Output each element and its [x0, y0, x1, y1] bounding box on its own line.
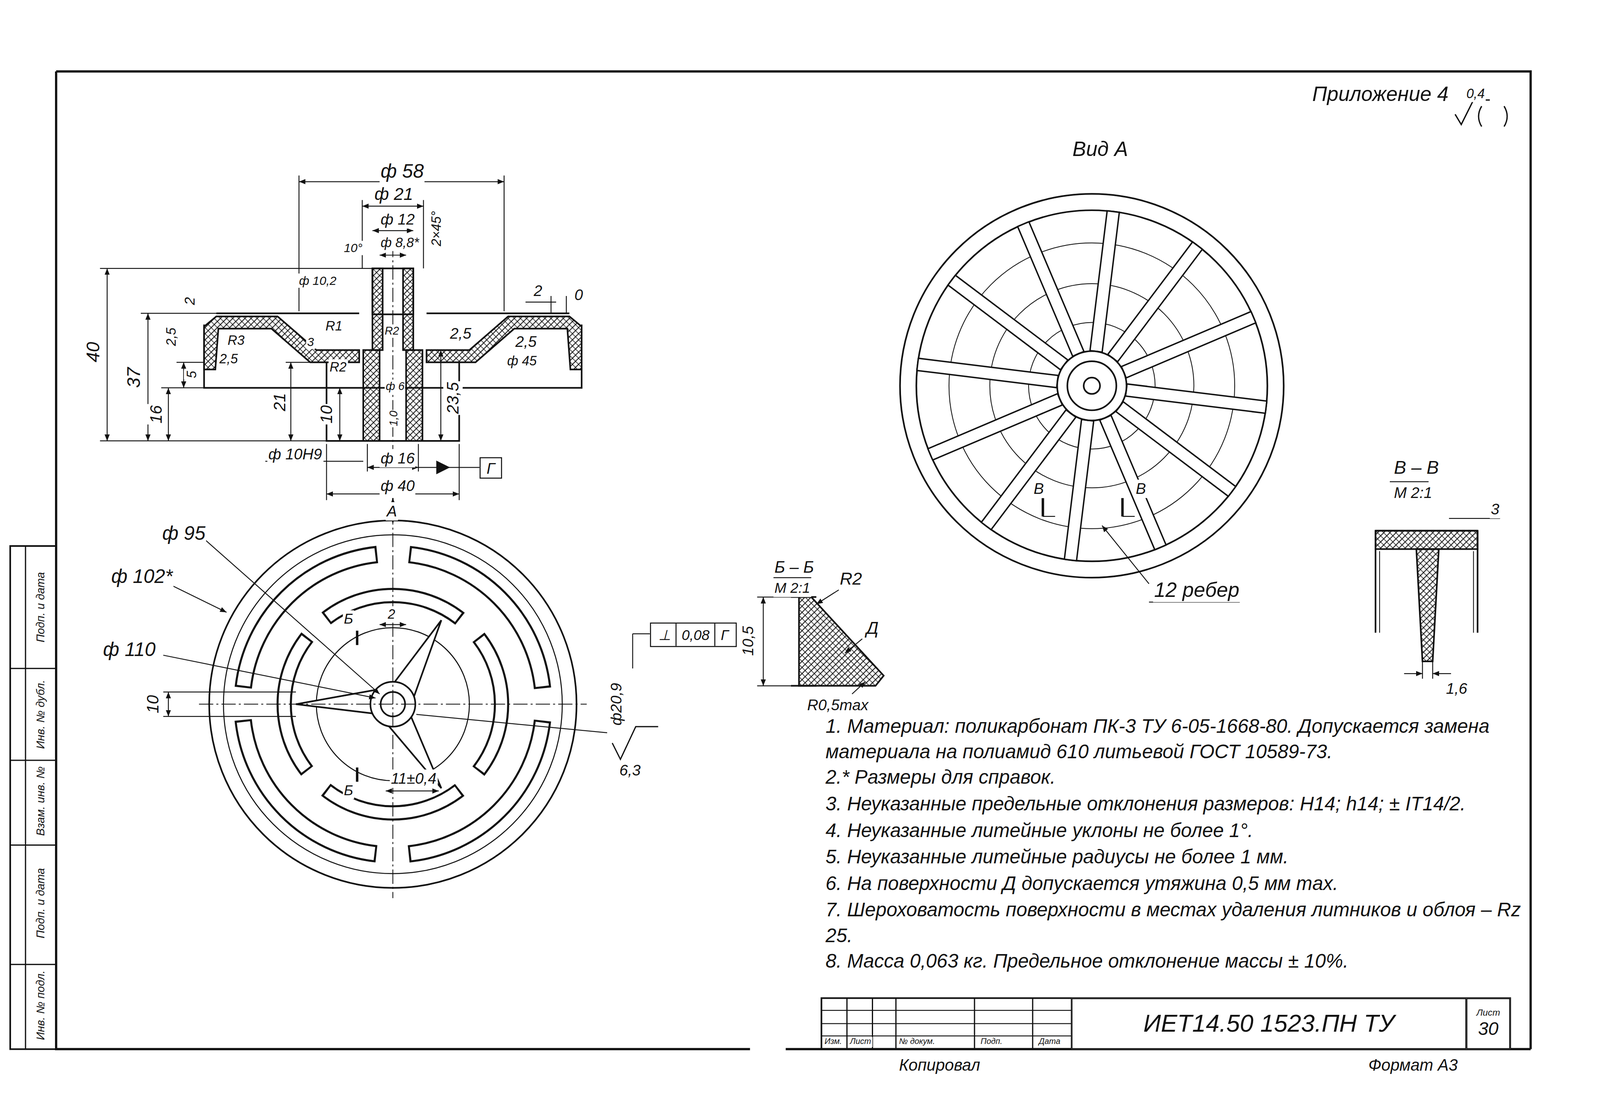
dimension-label: Формат А3	[1367, 1055, 1459, 1076]
dimension-label: R0,5max	[806, 695, 870, 715]
dimension-label: 37	[123, 366, 146, 389]
dimension-label: Лист	[848, 1036, 872, 1047]
dimension-label: 1,0	[387, 409, 401, 428]
dimension-label: ф 110	[102, 638, 157, 663]
dimension-label: 2×45°	[428, 210, 445, 248]
dimension-label: Б	[342, 781, 355, 799]
dimension-label: ф 16	[379, 449, 416, 468]
dimension-label: В – В	[1392, 457, 1440, 480]
dimension-label: ф20,9	[607, 681, 626, 727]
dimension-label: 12 ребер	[1153, 577, 1241, 603]
title-block-code: ИЕТ14.50 1523.ПН ТУ	[1071, 997, 1467, 1049]
dimension-label: R2	[838, 569, 863, 591]
datum-box: Г	[479, 457, 503, 479]
box-text: Лист	[1474, 1007, 1503, 1019]
dimension-label: Инв. № дубл.	[34, 678, 48, 750]
dimension-label: Взам. инв. №	[34, 765, 48, 837]
dimension-label: 2	[532, 281, 544, 301]
dimension-label: 10,5	[738, 624, 758, 657]
dimension-label: Изм.	[823, 1036, 843, 1047]
sheet-label: Приложение 4	[1311, 81, 1450, 107]
dimension-label: ф 10Н9	[267, 444, 324, 464]
dimension-label: ф 102*	[110, 565, 174, 589]
dimension-label: 23,5	[443, 380, 464, 415]
dimension-label: R2	[383, 324, 401, 339]
dimension-label: М 2:1	[773, 579, 812, 597]
dimension-label: ф 95	[161, 522, 207, 546]
dimension-label: Дата	[1037, 1036, 1062, 1047]
box-text: Г	[482, 458, 500, 477]
dimension-label: 21	[269, 391, 290, 413]
frame-cell: 0,08	[675, 623, 715, 647]
sheet-label: 0,4	[1465, 85, 1486, 102]
frame-cell: Г	[714, 623, 734, 647]
note-text: 6. На поверхности Д допускается утяжина …	[824, 871, 1529, 897]
dimension-label: ф 10,2	[297, 273, 338, 289]
dimension-label: 10°	[342, 240, 364, 256]
dimension-label: 11±0,4	[389, 769, 438, 788]
dimension-label: В	[1134, 479, 1147, 498]
dimension-label: Подп. и дата	[34, 570, 48, 644]
tolerance-frame: ⊥0,08Г	[650, 622, 737, 647]
dimension-label: Инв. № подл.	[34, 969, 48, 1041]
note-text: 4. Неуказанные литейные уклоны не более …	[824, 818, 1529, 844]
note-text: 3. Неуказанные предельные отклонения раз…	[824, 791, 1529, 817]
dimension-label: 0	[573, 285, 585, 305]
note-text: 8. Масса 0,063 кг. Предельное отклонение…	[824, 948, 1529, 975]
dimension-label: 2,5	[218, 350, 239, 367]
dimension-label: R2	[328, 359, 348, 376]
dimension-label: 40	[82, 340, 106, 364]
dimension-label: R3	[226, 332, 246, 349]
dimension-label: ф 8,8*	[379, 234, 420, 251]
dimension-label: ф 40	[379, 476, 416, 496]
dimension-label: R1	[324, 318, 344, 335]
dimension-label: 16	[146, 404, 167, 425]
dimension-label: Подп. и дата	[34, 866, 48, 940]
sheet-label: Вид А	[1071, 136, 1129, 162]
dimension-label: Б – Б	[773, 557, 815, 577]
note-text: 5. Неуказанные литейные радиусы не более…	[824, 844, 1529, 870]
frame-cell: ⊥	[653, 623, 676, 647]
dimension-label: Б	[342, 610, 355, 628]
dimension-label: 2,5	[449, 324, 473, 344]
dimension-label: А	[385, 502, 399, 521]
dimension-label: Подп.	[979, 1036, 1004, 1047]
dimension-label: 2	[386, 606, 397, 623]
dimension-label: ф 6	[384, 379, 406, 394]
box-text: ИЕТ14.50 1523.ПН ТУ	[1139, 1009, 1399, 1038]
dimension-label: 6,3	[618, 761, 642, 780]
dimension-label: ф 45	[506, 353, 538, 370]
dimension-label: М 2:1	[1392, 483, 1433, 503]
dimension-label: № докум.	[898, 1036, 937, 1047]
dimension-label: В	[1032, 479, 1046, 498]
dimension-label: 1,6	[1444, 679, 1469, 699]
dimension-label: ф 58	[379, 160, 425, 184]
note-text: 7. Шероховатость поверхности в местах уд…	[824, 898, 1529, 949]
dimension-label: 5	[183, 369, 200, 380]
dimension-label: Д	[865, 618, 880, 640]
dimension-label: 3	[1489, 499, 1501, 519]
dimension-label: 2,5	[163, 326, 180, 347]
dimension-label: 2,5	[514, 332, 538, 351]
dimension-label: ф 12	[379, 210, 416, 229]
dimension-label: 3	[306, 334, 316, 350]
dimension-label: 2	[181, 295, 199, 306]
note-text: 1. Материал: поликарбонат ПК-3 ТУ 6-05-1…	[824, 714, 1529, 765]
dimension-label: ф 21	[373, 184, 415, 206]
dimension-label: Копировал	[898, 1055, 982, 1076]
dimension-label: 10	[316, 404, 337, 425]
sheet-cell: Лист30	[1466, 997, 1511, 1049]
dimension-label: 10	[143, 694, 163, 715]
note-text: 2.* Размеры для справок.	[824, 765, 1529, 791]
box-text: 30	[1476, 1018, 1501, 1040]
